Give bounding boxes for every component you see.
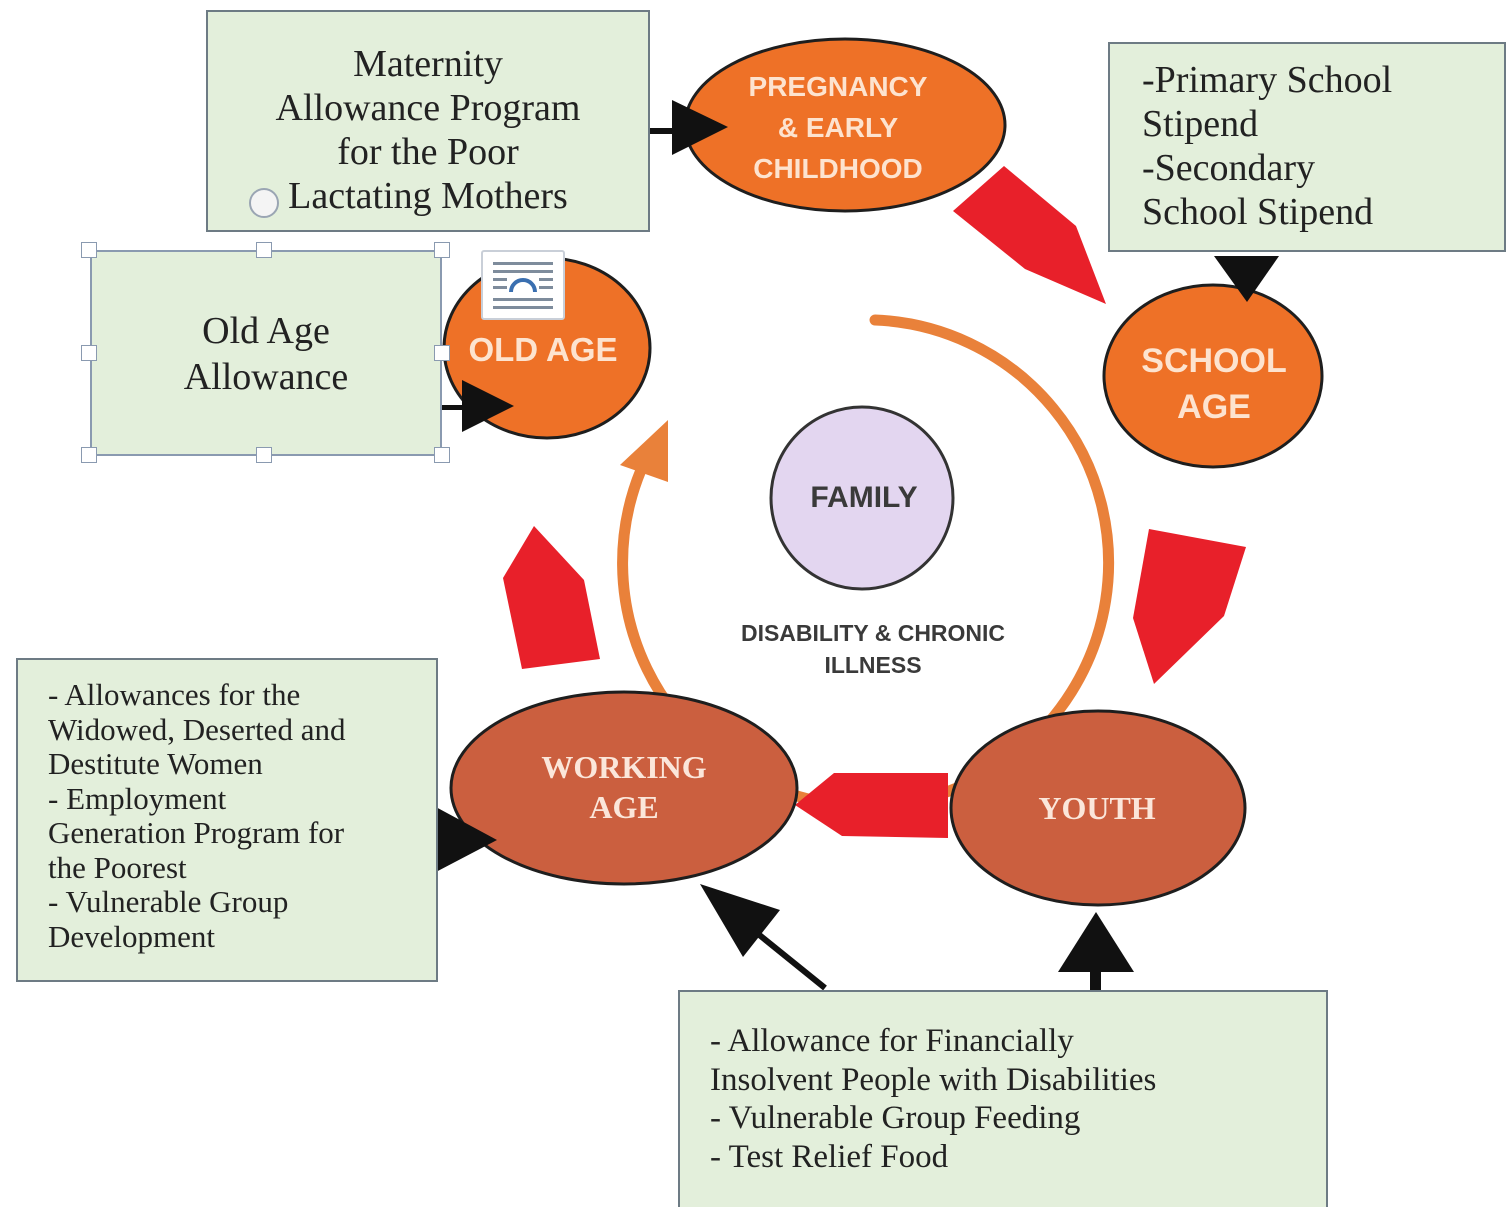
stage-youth-label: YOUTH <box>1038 790 1155 826</box>
maternity-line: Allowance Program <box>275 87 581 129</box>
stipend-line: School Stipend <box>1142 191 1374 233</box>
maternity-line: Maternity <box>353 43 503 85</box>
stipend-line: Stipend <box>1142 103 1259 145</box>
working-program-line: Development <box>48 918 216 954</box>
connector-youth-box-to-youth-arrowhead <box>1058 912 1134 972</box>
stage-working-line2: AGE <box>589 789 658 825</box>
stage-school-line2: AGE <box>1177 388 1251 426</box>
disability-label-line1: DISABILITY & CHRONIC <box>741 620 1005 646</box>
connector-youth-box-to-youth-line <box>1090 965 1101 991</box>
rotate-handle-icon[interactable] <box>249 188 279 218</box>
youth-program-line: - Vulnerable Group Feeding <box>710 1100 1081 1136</box>
stage-school-ellipse <box>1102 283 1324 469</box>
layout-options-icon[interactable] <box>481 250 565 320</box>
old-age-allowance-line: Allowance <box>183 356 349 398</box>
working-age-program-box: - Allowances for the Widowed, Deserted a… <box>16 658 438 982</box>
family-circle <box>769 405 955 591</box>
working-program-line: Widowed, Deserted and <box>48 711 346 747</box>
cycle-arrow-school-to-youth <box>1133 529 1246 684</box>
stipend-line: -Secondary <box>1142 147 1316 189</box>
stage-pregnancy-line2: & EARLY <box>778 112 899 143</box>
youth-program-line: Insolvent People with Disabilities <box>710 1061 1157 1098</box>
resize-handle-bottom-left[interactable] <box>81 447 97 463</box>
maternity-line: for the Poor <box>337 131 519 173</box>
maternity-program-box: Maternity Allowance Program for the Poor… <box>206 10 650 232</box>
connector-youth-box-to-working-line <box>750 926 827 991</box>
cycle-arrow-working-to-old <box>503 526 600 669</box>
cycle-arrow-pregnancy-to-school <box>953 166 1106 304</box>
stage-working-line1: WORKING <box>541 749 706 785</box>
youth-program-line: - Test Relief Food <box>710 1138 949 1175</box>
old-age-allowance-line: Old Age <box>202 310 330 352</box>
connector-stipend-to-school-arrow <box>1214 256 1279 302</box>
stipend-line: -Primary School <box>1142 59 1393 101</box>
youth-program-box: - Allowance for Financially Insolvent Pe… <box>678 990 1328 1207</box>
stage-youth-ellipse <box>949 709 1247 907</box>
disability-label-line2: ILLNESS <box>824 652 921 678</box>
working-program-line: - Allowances for the <box>48 677 301 712</box>
stipend-program-box: -Primary School Stipend -Secondary Schoo… <box>1108 42 1506 252</box>
connector-youth-box-to-working-arrowhead <box>700 884 780 957</box>
resize-handle-middle-right[interactable] <box>434 345 450 361</box>
resize-handle-middle-left[interactable] <box>81 345 97 361</box>
stage-old-label: OLD AGE <box>468 331 617 368</box>
resize-handle-top-middle[interactable] <box>256 242 272 258</box>
stage-pregnancy-line3: CHILDHOOD <box>753 153 923 184</box>
working-program-line: - Vulnerable Group <box>48 884 289 919</box>
center-ring-arrowhead <box>620 420 668 482</box>
maternity-line: Lactating Mothers <box>288 175 568 217</box>
working-program-line: Generation Program for <box>48 815 345 850</box>
connector-working-box-to-working-arrow <box>434 806 497 873</box>
stage-pregnancy-line1: PREGNANCY <box>749 71 928 102</box>
working-program-line: Destitute Women <box>48 746 263 781</box>
working-program-line: the Poorest <box>48 849 187 885</box>
resize-handle-top-left[interactable] <box>81 242 97 258</box>
resize-handle-bottom-middle[interactable] <box>256 447 272 463</box>
cycle-arrow-youth-to-working <box>795 773 948 838</box>
resize-handle-top-right[interactable] <box>434 242 450 258</box>
youth-program-line: - Allowance for Financially <box>710 1023 1074 1059</box>
stage-working-ellipse <box>449 690 799 886</box>
working-program-line: - Employment <box>48 780 227 816</box>
stage-school-line1: SCHOOL <box>1141 342 1286 380</box>
family-label: FAMILY <box>810 481 917 514</box>
old-age-allowance-box[interactable]: Old Age Allowance <box>90 250 442 456</box>
resize-handle-bottom-right[interactable] <box>434 447 450 463</box>
connector-oldage-box-to-old-arrow <box>442 380 514 432</box>
connector-maternity-to-pregnancy-arrow <box>650 100 728 155</box>
